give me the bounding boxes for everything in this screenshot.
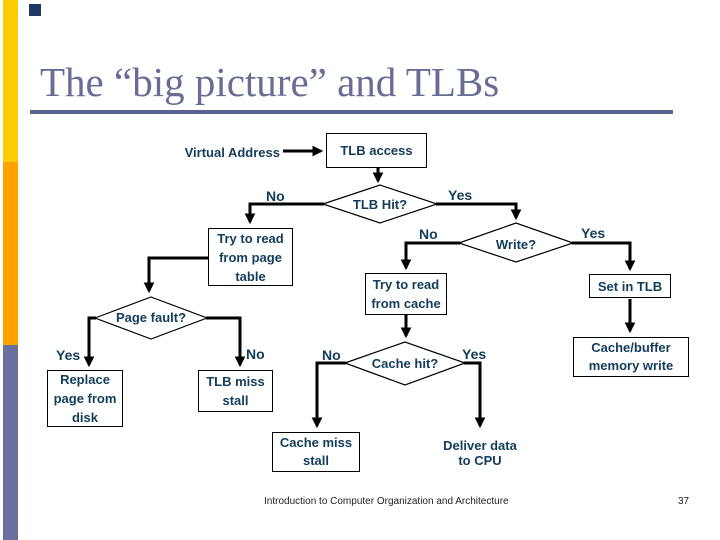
cache-hit-decision-label: Cache hit? [371, 356, 439, 371]
left-accent-bar-orange [3, 162, 18, 345]
write-yes-label: Yes [581, 225, 606, 241]
connector-write-no [400, 241, 460, 271]
connector-tlbhit-yes [436, 202, 522, 221]
replace-page-disk-box: Replace page from disk [47, 370, 123, 427]
connector-pagefault-yes [83, 316, 96, 368]
slide-title: The “big picture” and TLBs [40, 59, 500, 105]
diamond-page-fault [93, 296, 209, 340]
page-fault-no-label: No [246, 346, 265, 362]
try-read-cache-box: Try to read from cache [365, 273, 447, 315]
tlb-hit-no-label: No [266, 188, 285, 204]
tlb-access-box: TLB access [326, 133, 427, 168]
diamond-tlb-hit [321, 184, 439, 224]
tlb-hit-decision-label: TLB Hit? [352, 197, 408, 212]
tlb-hit-yes-label: Yes [448, 187, 473, 203]
connector-pagefault-no [206, 316, 246, 368]
connector-pagetable-to-pagefault [143, 256, 209, 294]
set-in-tlb-box: Set in TLB [589, 274, 671, 298]
diamond-cache-hit [343, 341, 467, 386]
tlb-miss-stall-box: TLB miss stall [198, 370, 273, 412]
connector-write-yes [572, 241, 636, 272]
write-decision-label: Write? [495, 237, 537, 252]
connector-cachehit-no [311, 361, 346, 429]
write-no-label: No [419, 226, 438, 242]
cache-buffer-write-box: Cache/buffer memory write [573, 337, 689, 377]
footer-text: Introduction to Computer Organization an… [264, 496, 509, 507]
try-read-page-table-box: Try to read from page table [208, 228, 293, 286]
deliver-data-cpu-label: Deliver data to CPU [443, 438, 517, 468]
corner-accent-square [29, 4, 41, 16]
cache-miss-stall-box: Cache miss stall [272, 432, 360, 472]
diamond-write [457, 222, 575, 263]
left-accent-bar-slate [3, 345, 18, 540]
connector-tlbhit-no [244, 202, 324, 225]
connector-cachehit-yes [464, 361, 486, 429]
page-fault-yes-label: Yes [56, 347, 81, 363]
cache-hit-yes-label: Yes [462, 346, 487, 362]
left-accent-bar-yellow [3, 0, 18, 162]
page-number: 37 [678, 496, 690, 507]
virtual-address-label: Virtual Address [184, 145, 280, 160]
title-underline [30, 110, 673, 114]
cache-hit-no-label: No [322, 347, 341, 363]
page-fault-decision-label: Page fault? [115, 310, 187, 325]
